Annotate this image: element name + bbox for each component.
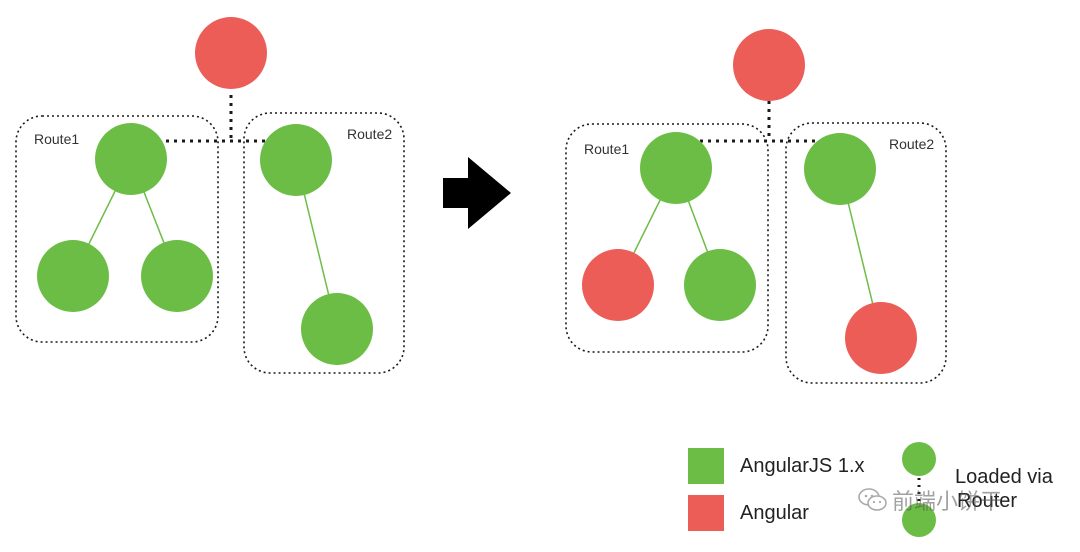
before-route1-child-angularjs <box>37 240 109 312</box>
transition-arrow <box>443 157 511 229</box>
after-diagram <box>565 29 947 384</box>
after-route1-label: Route1 <box>584 141 630 157</box>
before-route1-node-angularjs <box>95 123 167 195</box>
legend-loaded-via-label: Loaded via <box>955 466 1053 488</box>
legend <box>688 442 936 537</box>
before-route2-child-angularjs <box>301 293 373 365</box>
before-diagram <box>15 17 405 374</box>
after-route1-box <box>565 123 769 353</box>
after-route2-child-angular <box>845 302 917 374</box>
before-route1-label: Route1 <box>34 131 80 147</box>
after-route2-label: Route2 <box>889 136 935 152</box>
legend-angularjs-label: AngularJS 1.x <box>740 455 865 477</box>
before-route2-node-angularjs <box>260 124 332 196</box>
before-route2-box <box>243 112 405 374</box>
after-route1-node-angularjs <box>640 132 712 204</box>
before-route1-child-angularjs <box>141 240 213 312</box>
after-route2-node-angularjs <box>804 133 876 205</box>
after-route2-box <box>785 122 947 384</box>
after-route1-child-angularjs <box>684 249 756 321</box>
legend-angular-label: Angular <box>740 502 809 524</box>
legend-router-node-bottom <box>902 503 936 537</box>
legend-swatch-angular <box>688 495 724 531</box>
legend-swatch-angularjs <box>688 448 724 484</box>
before-route2-label: Route2 <box>347 126 393 142</box>
before-route1-box <box>15 115 219 343</box>
legend-router-node-top <box>902 442 936 476</box>
legend-router-label: Router <box>957 490 1018 512</box>
after-root-node-angular <box>733 29 805 101</box>
before-root-node-angular <box>195 17 267 89</box>
after-route1-child-angular <box>582 249 654 321</box>
